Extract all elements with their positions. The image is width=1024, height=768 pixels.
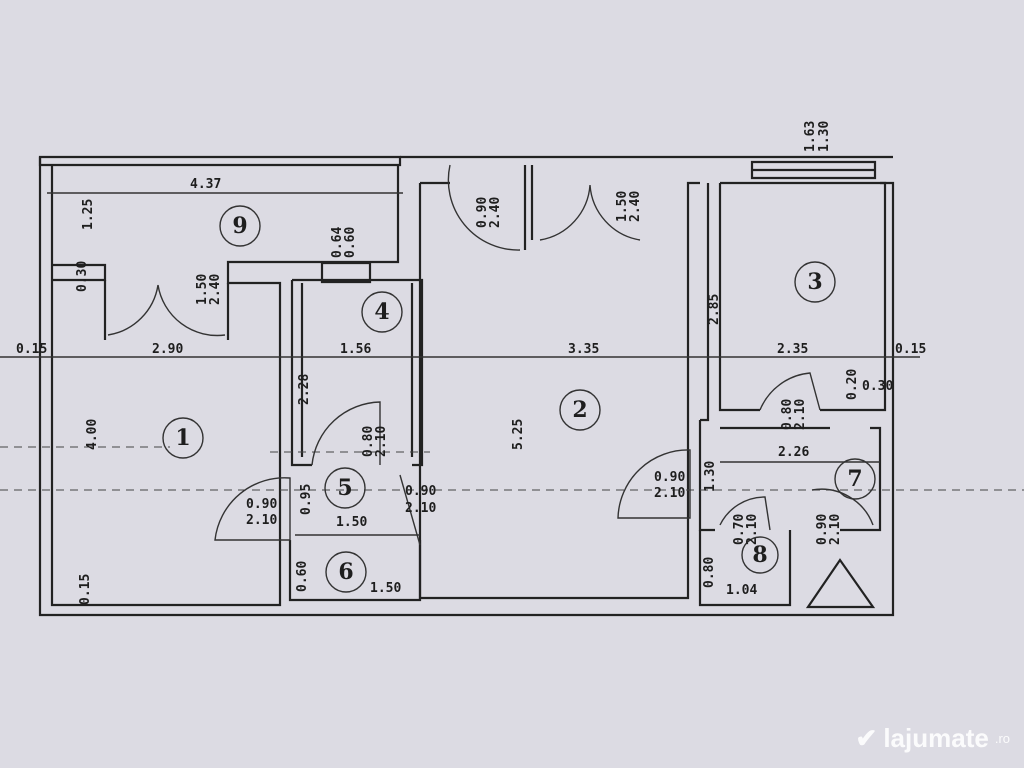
dim: 2.40: [628, 191, 643, 222]
dim: 1.63: [803, 121, 818, 152]
dim: 0.30: [862, 379, 893, 394]
dim: 1.50: [195, 274, 210, 305]
dim: 0.90: [246, 497, 277, 512]
dim: 2.40: [488, 197, 503, 228]
dim: 2.26: [778, 445, 809, 460]
dim: 4.00: [85, 419, 100, 450]
dim: 2.10: [405, 501, 436, 516]
room-4-label: 4: [374, 299, 389, 325]
dim: 0.20: [845, 369, 860, 400]
dim: 0.90: [405, 484, 436, 499]
dim: 0.15: [895, 342, 926, 357]
dim: 2.28: [297, 374, 312, 405]
dim: 2.10: [374, 426, 389, 457]
dim: 4.37: [190, 177, 221, 192]
dim: 0.95: [299, 484, 314, 515]
dim: 3.35: [568, 342, 599, 357]
dim: 0.64: [330, 227, 345, 258]
dim: 2.10: [246, 513, 277, 528]
room-5-label: 5: [337, 475, 352, 501]
dim: 1.30: [817, 121, 832, 152]
dim: 2.10: [793, 399, 808, 430]
dim: 1.56: [340, 342, 371, 357]
dimension-lines: [0, 192, 1024, 536]
logo-icon: ✔: [855, 723, 878, 753]
door-swings: [107, 164, 876, 609]
room-9-label: 9: [232, 213, 247, 239]
dim: 1.25: [81, 199, 96, 230]
room-labels: 9 4 3 1 2 5 6 7 8: [162, 205, 876, 593]
room-6-label: 6: [338, 559, 353, 585]
dim: 0.90: [654, 470, 685, 485]
dim: 0.30: [75, 261, 90, 292]
dim: 1.04: [726, 583, 757, 598]
dim: 1.50: [336, 515, 367, 530]
dimension-labels: 4.37 1.25 0.30 1.50 2.40 0.64 0.60 0.15 …: [16, 121, 926, 605]
dim: 1.30: [703, 461, 718, 492]
dim: 0.90: [815, 514, 830, 545]
room-1-label: 1: [175, 425, 190, 451]
dim: 2.85: [707, 294, 722, 325]
dim: 2.35: [777, 342, 808, 357]
north-triangle-icon: [805, 558, 876, 609]
dim: 0.80: [361, 426, 376, 457]
dim: 2.10: [654, 486, 685, 501]
dim: 2.40: [208, 274, 223, 305]
dim: 0.80: [702, 557, 717, 588]
room-2-label: 2: [572, 397, 587, 423]
dim: 0.60: [295, 561, 310, 592]
dim: 0.15: [16, 342, 47, 357]
dim: 0.15: [78, 574, 93, 605]
room-7-label: 7: [847, 466, 862, 492]
dim: 2.10: [745, 514, 760, 545]
dim: 2.10: [828, 514, 843, 545]
room-8-label: 8: [752, 542, 767, 568]
dim: 0.80: [780, 399, 795, 430]
watermark-brand: lajumate: [883, 723, 989, 753]
watermark-tld: .ro: [994, 731, 1010, 746]
dim: 1.50: [615, 191, 630, 222]
walls: [38, 155, 895, 617]
dim: 1.50: [370, 581, 401, 596]
dim: 2.90: [152, 342, 183, 357]
dim: 0.60: [343, 227, 358, 258]
room-3-label: 3: [807, 269, 822, 295]
watermark-logo: ✔ lajumate .ro: [856, 723, 1010, 754]
dim: 5.25: [511, 419, 526, 450]
dim: 0.90: [475, 197, 490, 228]
dim: 0.70: [732, 514, 747, 545]
